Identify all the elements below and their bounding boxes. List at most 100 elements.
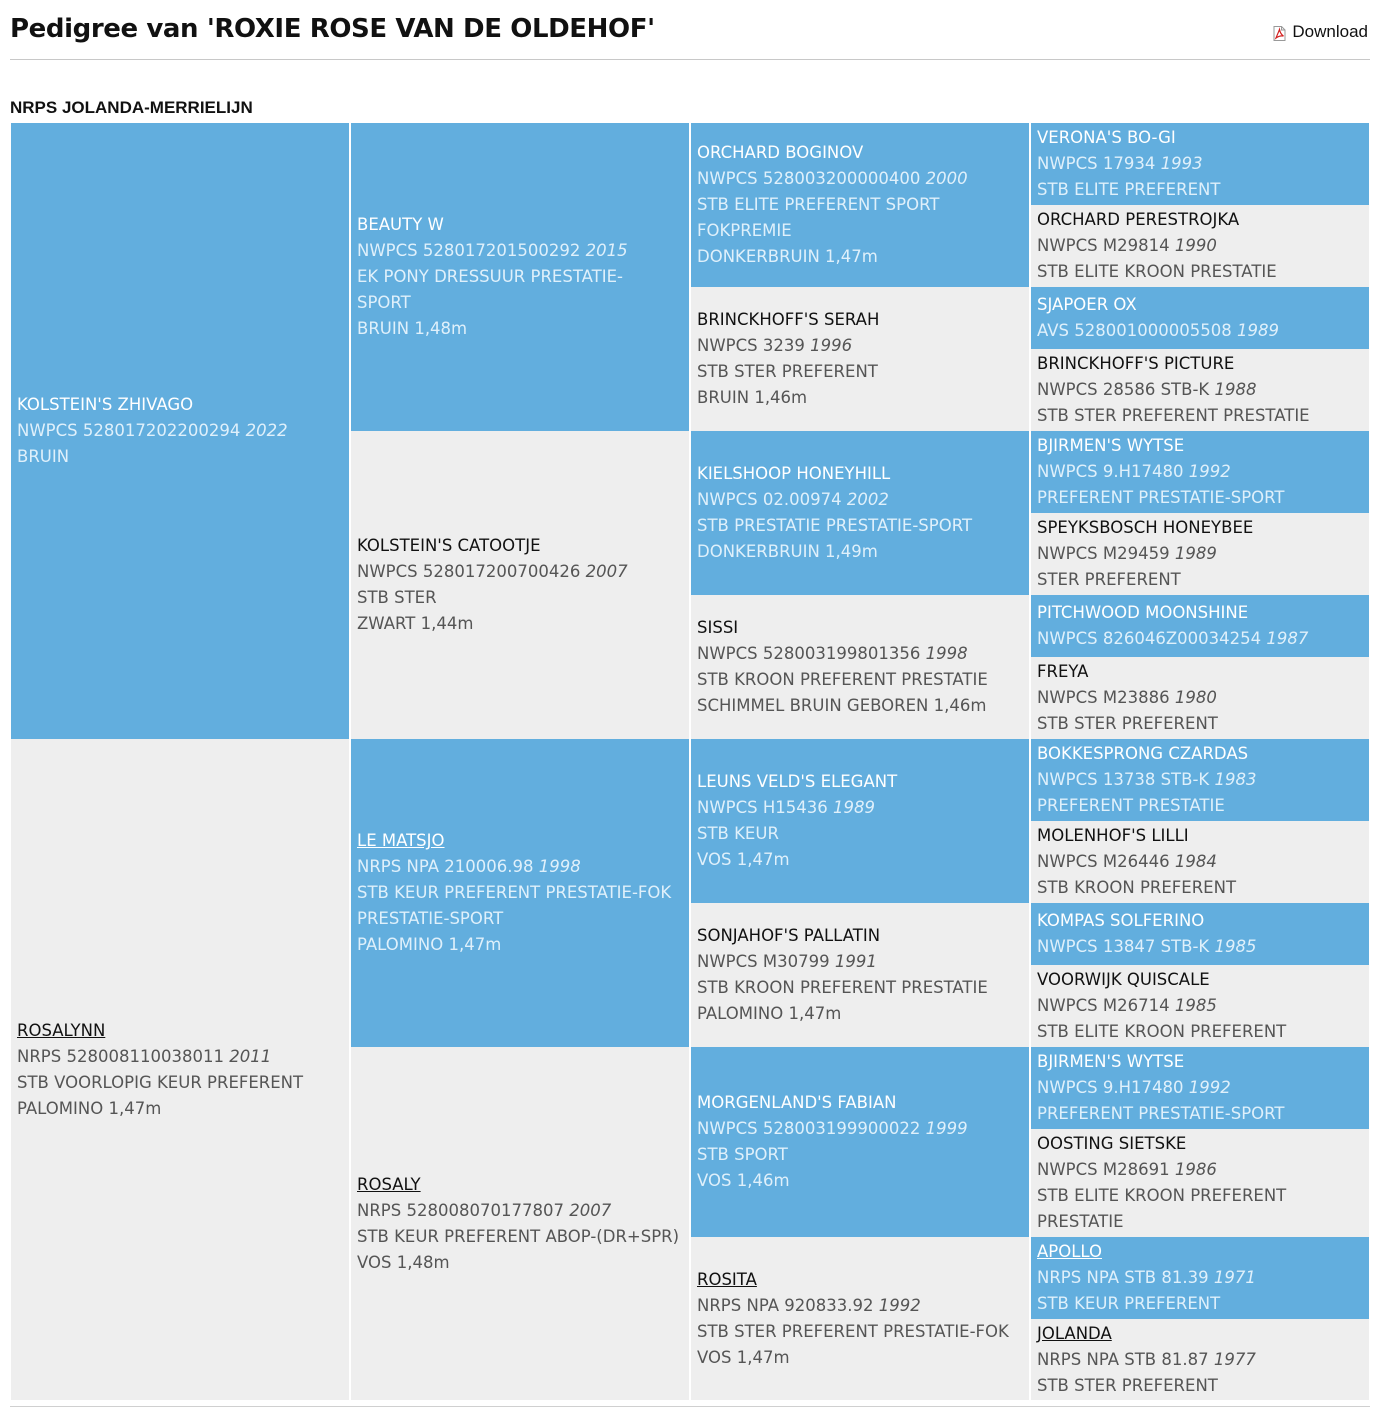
horse-detail: STB KROON PREFERENT PRESTATIE: [697, 978, 988, 997]
registration-line: NRPS 528008110038011 2011: [17, 1044, 343, 1070]
horse-detail: STB KROON PREFERENT PRESTATIE: [697, 670, 988, 689]
registration-number: NWPCS 528003199900022: [697, 1119, 921, 1138]
birth-year: 1992: [1188, 1078, 1231, 1097]
registration-line: NRPS NPA STB 81.39 1971: [1037, 1265, 1363, 1291]
horse-detail: PRESTATIE-SPORT: [357, 909, 504, 928]
registration-line: NWPCS 02.00974 2002: [697, 487, 1023, 513]
registration-number: NWPCS 826046Z00034254: [1037, 629, 1262, 648]
registration-line: NWPCS 9.H17480 1992: [1037, 459, 1363, 485]
horse-name: SISSI: [697, 618, 739, 637]
registration-number: NWPCS 528003199801356: [697, 644, 921, 663]
horse-name: FREYA: [1037, 662, 1089, 681]
birth-year: 1993: [1160, 154, 1203, 173]
horse-detail: PALOMINO 1,47m: [697, 1004, 842, 1023]
horse-name: BRINCKHOFF'S PICTURE: [1037, 354, 1235, 373]
horse-detail: STB VOORLOPIG KEUR PREFERENT: [17, 1072, 304, 1092]
birth-year: 2022: [245, 421, 288, 440]
registration-number: NWPCS 9.H17480: [1037, 462, 1184, 481]
horse-detail: STB KEUR PREFERENT PRESTATIE-FOK: [357, 883, 672, 902]
horse-name: KOMPAS SOLFERINO: [1037, 911, 1205, 930]
registration-line: NWPCS M29459 1989: [1037, 541, 1363, 567]
horse-detail: SCHIMMEL BRUIN GEBOREN 1,46m: [697, 696, 987, 715]
registration-number: NWPCS 13738 STB-K: [1037, 770, 1210, 789]
horse-name-link[interactable]: ROSALYNN: [17, 1020, 106, 1040]
registration-number: NWPCS M26714: [1037, 996, 1170, 1015]
birth-year: 1988: [1214, 380, 1257, 399]
registration-line: NWPCS M29814 1990: [1037, 233, 1363, 259]
horse-detail: STB STER PREFERENT: [697, 362, 878, 381]
horse-name: MORGENLAND'S FABIAN: [697, 1093, 897, 1112]
registration-line: NWPCS M26714 1985: [1037, 993, 1363, 1019]
horse-name: VERONA'S BO-GI: [1037, 128, 1176, 147]
registration-number: NWPCS M26446: [1037, 852, 1170, 871]
registration-line: NWPCS 528003199801356 1998: [697, 641, 1023, 667]
registration-number: NWPCS 13847 STB-K: [1037, 937, 1210, 956]
birth-year: 1984: [1174, 852, 1217, 871]
horse-detail: STB STER PREFERENT PRESTATIE: [1037, 406, 1310, 425]
birth-year: 1980: [1174, 688, 1217, 707]
registration-number: NRPS NPA 210006.98: [357, 857, 534, 876]
horse-name-link[interactable]: APOLLO: [1037, 1242, 1103, 1261]
registration-number: NWPCS 528003200000400: [697, 169, 921, 188]
registration-line: NWPCS M28691 1986: [1037, 1157, 1363, 1183]
horse-name-link[interactable]: LE MATSJO: [357, 831, 445, 850]
horse-name-link[interactable]: JOLANDA: [1037, 1323, 1112, 1343]
horse-detail: PALOMINO 1,47m: [357, 935, 502, 954]
birth-year: 1992: [878, 1295, 921, 1315]
horse-detail: VOS 1,46m: [697, 1171, 790, 1190]
horse-name: BRINCKHOFF'S SERAH: [697, 310, 880, 329]
registration-number: NWPCS H15436: [697, 798, 828, 817]
birth-year: 1987: [1266, 629, 1309, 648]
registration-number: NWPCS 28586 STB-K: [1037, 380, 1210, 399]
horse-detail: STB ELITE PREFERENT SPORT: [697, 195, 940, 214]
horse-name-link[interactable]: ROSALY: [357, 1174, 421, 1194]
registration-number: NWPCS 02.00974: [697, 490, 842, 509]
horse-name: KIELSHOOP HONEYHILL: [697, 464, 891, 483]
horse-name: SJAPOER OX: [1037, 295, 1137, 314]
horse-detail: PALOMINO 1,47m: [17, 1098, 162, 1118]
horse-detail: FOKPREMIE: [697, 221, 792, 240]
birth-year: 2002: [846, 490, 889, 509]
birth-year: 1999: [925, 1119, 968, 1138]
horse-name: PITCHWOOD MOONSHINE: [1037, 603, 1249, 622]
registration-number: NWPCS M29814: [1037, 236, 1170, 255]
horse-name: ORCHARD BOGINOV: [697, 143, 864, 162]
horse-detail: EK PONY DRESSUUR PRESTATIE-: [357, 267, 623, 286]
birth-year: 1989: [1174, 544, 1217, 563]
registration-number: NWPCS 9.H17480: [1037, 1078, 1184, 1097]
horse-name: MOLENHOF'S LILLI: [1037, 826, 1189, 845]
registration-line: NWPCS 528017200700426 2007: [357, 559, 683, 585]
horse-name-link[interactable]: ROSITA: [697, 1269, 757, 1289]
horse-detail: STB PRESTATIE PRESTATIE-SPORT: [697, 516, 973, 535]
registration-line: NWPCS M23886 1980: [1037, 685, 1363, 711]
horse-detail: STB ELITE KROON PRESTATIE: [1037, 262, 1277, 281]
pedigree-cell: PITCHWOOD MOONSHINE NWPCS 826046Z00034254…: [1031, 595, 1369, 657]
horse-detail: STB ELITE KROON PREFERENT: [1037, 1022, 1287, 1041]
registration-line: NRPS 528008070177807 2007: [357, 1198, 683, 1224]
registration-line: NWPCS 528003199900022 1999: [697, 1116, 1023, 1142]
birth-year: 1991: [834, 952, 877, 971]
horse-name: OOSTING SIETSKE: [1037, 1134, 1187, 1153]
horse-detail: BRUIN: [17, 447, 70, 466]
birth-year: 1996: [810, 336, 853, 355]
pedigree-subtitle: NRPS JOLANDA-MERRIELIJN: [10, 98, 253, 117]
horse-detail: PREFERENT PRESTATIE: [1037, 796, 1225, 815]
horse-name: BEAUTY W: [357, 215, 444, 234]
horse-detail: DONKERBRUIN 1,49m: [697, 542, 878, 561]
birth-year: 2011: [229, 1046, 272, 1066]
registration-number: NWPCS 528017201500292: [357, 241, 581, 260]
download-link[interactable]: Download: [1273, 22, 1368, 42]
registration-number: NWPCS 528017200700426: [357, 562, 581, 581]
